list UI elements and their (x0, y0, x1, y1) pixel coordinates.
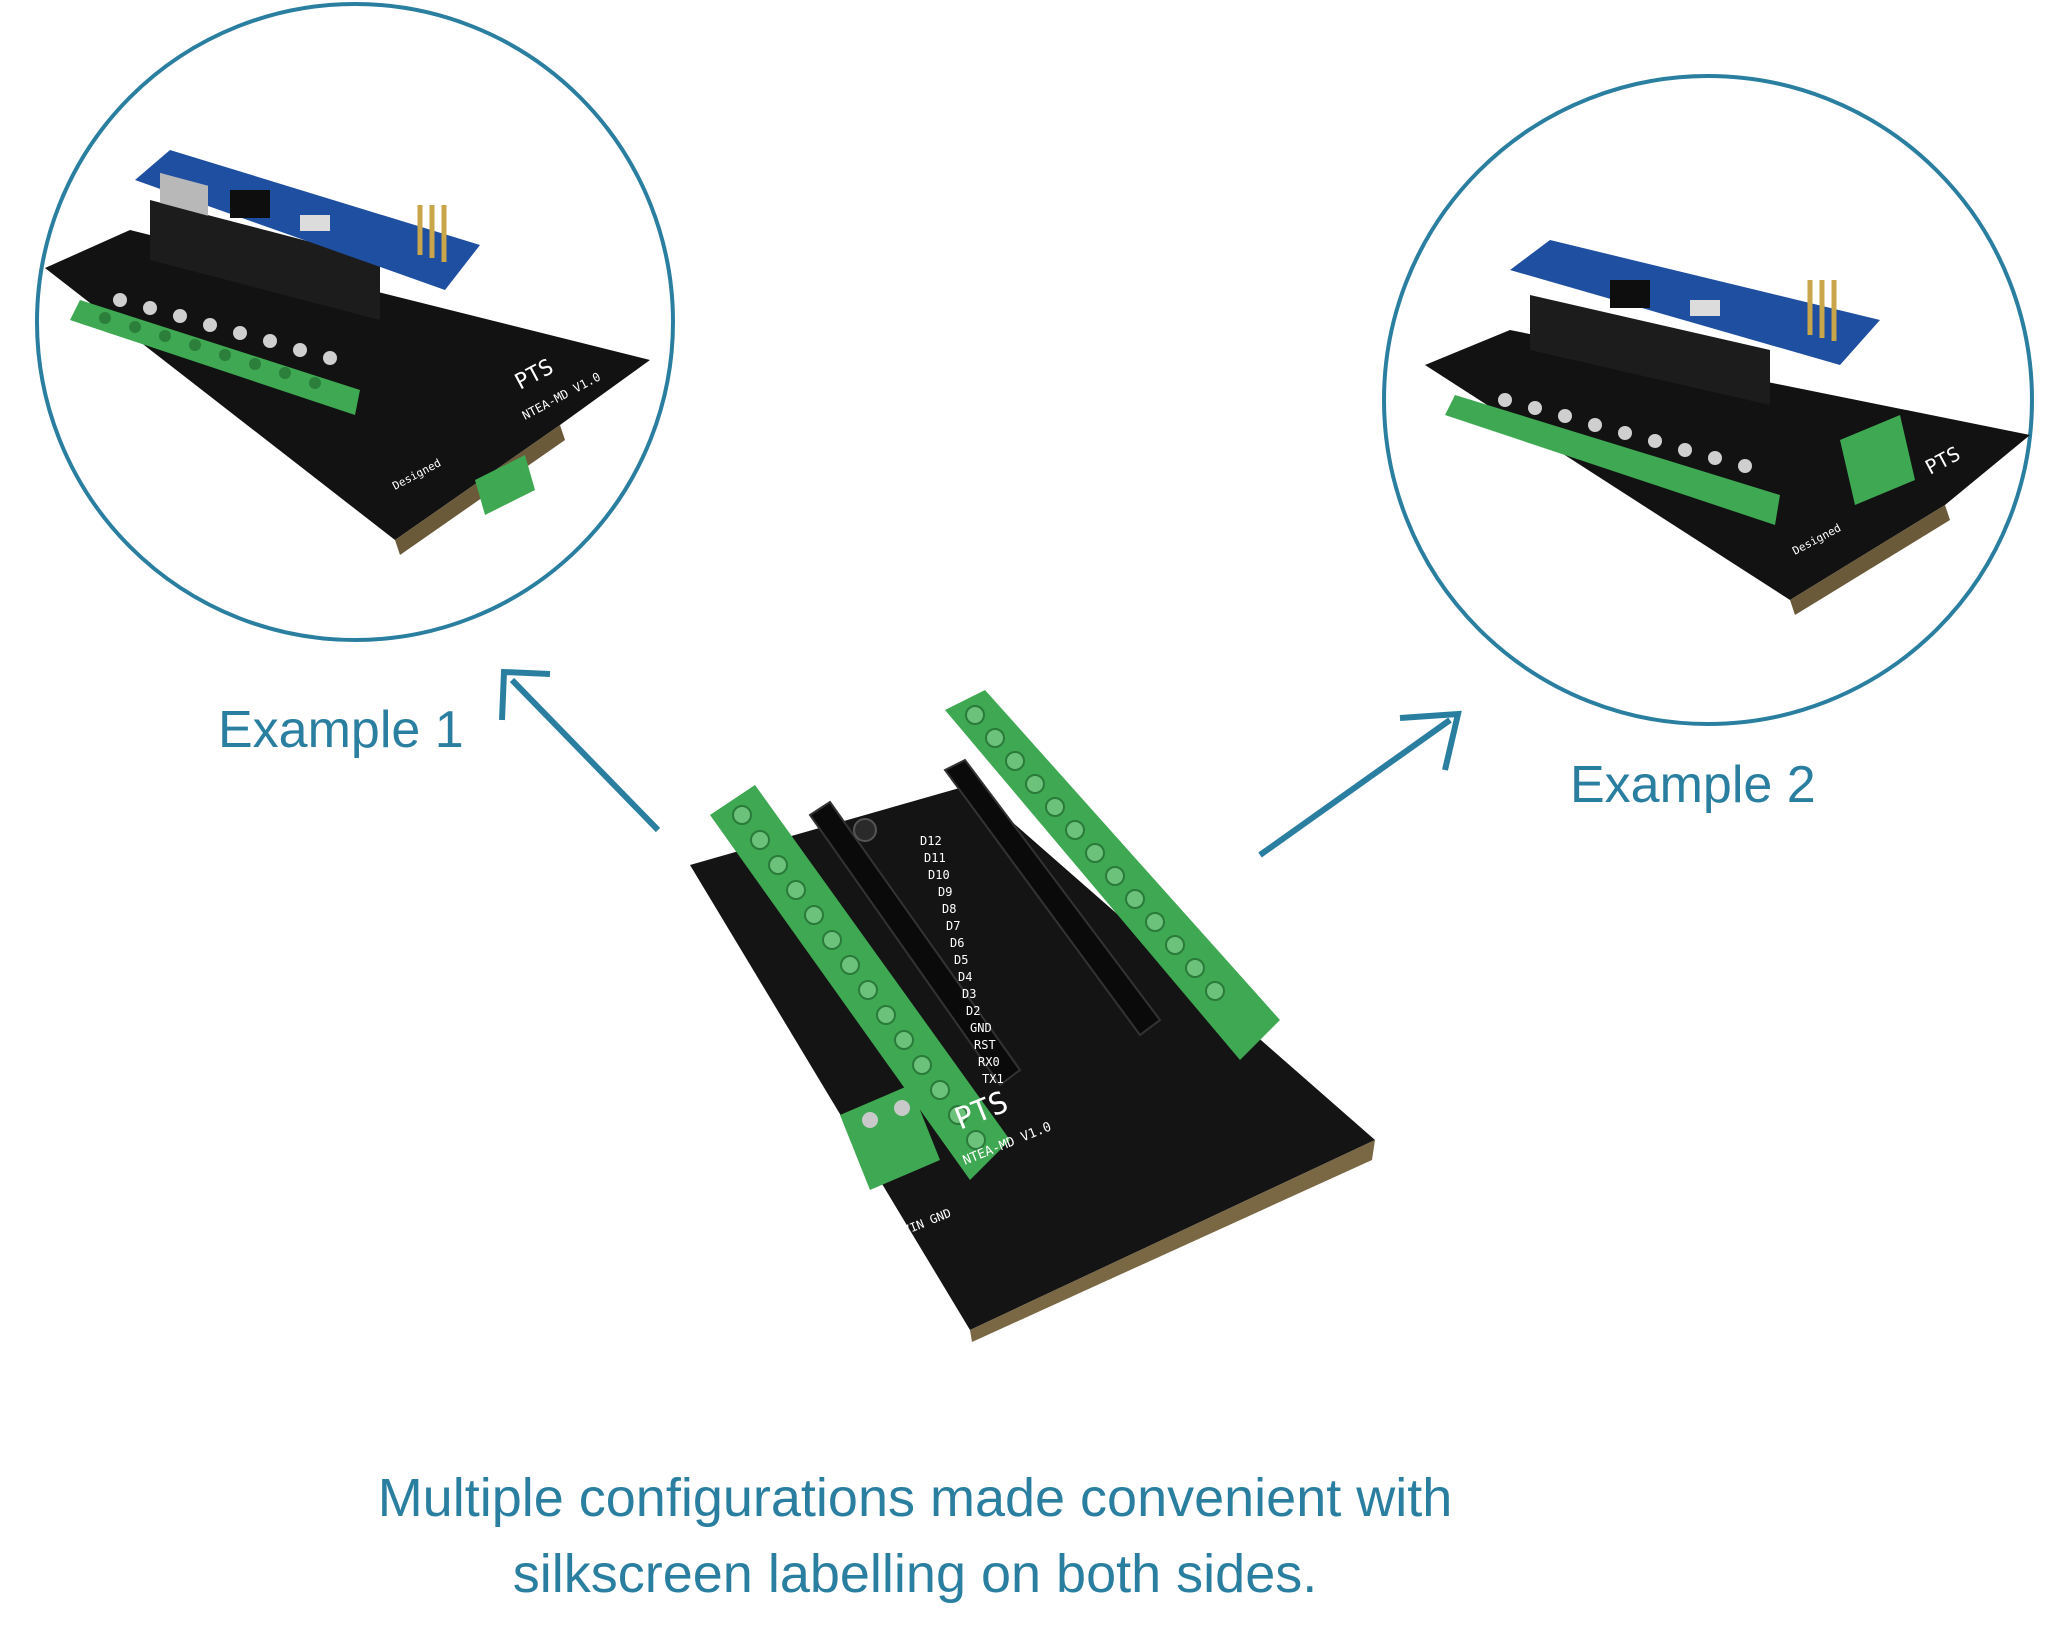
svg-text:D9: D9 (938, 885, 952, 899)
arrow-icon (499, 668, 661, 833)
pcb-board (45, 230, 650, 540)
svg-text:D11: D11 (924, 851, 946, 865)
arrow-icon (1258, 710, 1462, 858)
right-header (943, 758, 1162, 1037)
terminal-block (1445, 395, 1780, 525)
svg-text:GND: GND (970, 1021, 992, 1035)
svg-text:D2: D2 (966, 1004, 980, 1018)
example-2-photo: PTS Designed (1382, 74, 2034, 726)
example-1-label: Example 1 (218, 701, 464, 759)
maple-leaf-icon (764, 1225, 808, 1272)
pcb-board (690, 785, 1375, 1330)
svg-text:D7: D7 (946, 919, 960, 933)
svg-text:D10: D10 (928, 868, 950, 882)
svg-text:D3: D3 (962, 987, 976, 1001)
svg-text:D6: D6 (950, 936, 964, 950)
svg-text:D5: D5 (954, 953, 968, 967)
example-2-label: Example 2 (1570, 756, 1816, 814)
caption-line-2: silkscreen labelling on both sides. (512, 1544, 1318, 1604)
svg-text:TX1: TX1 (982, 1072, 1004, 1086)
svg-text:D12: D12 (920, 834, 942, 848)
caption-line-1: Multiple configurations made convenient … (377, 1468, 1453, 1528)
svg-text:RST: RST (974, 1038, 996, 1052)
svg-text:Designed: Designed (766, 1271, 830, 1308)
svg-text:D4: D4 (958, 970, 972, 984)
left-terminal-block (710, 785, 1010, 1180)
terminal-block (70, 300, 360, 415)
svg-text:D8: D8 (942, 902, 956, 916)
pcb-board (1425, 330, 2030, 600)
power-terminal (840, 1085, 940, 1190)
caption: Multiple configurations made convenient … (0, 1460, 1830, 1612)
left-header (808, 800, 1022, 1087)
svg-text:RX0: RX0 (978, 1055, 1000, 1069)
example-1-photo: PTS NTEA-MD V1.0 Designed (35, 2, 675, 642)
